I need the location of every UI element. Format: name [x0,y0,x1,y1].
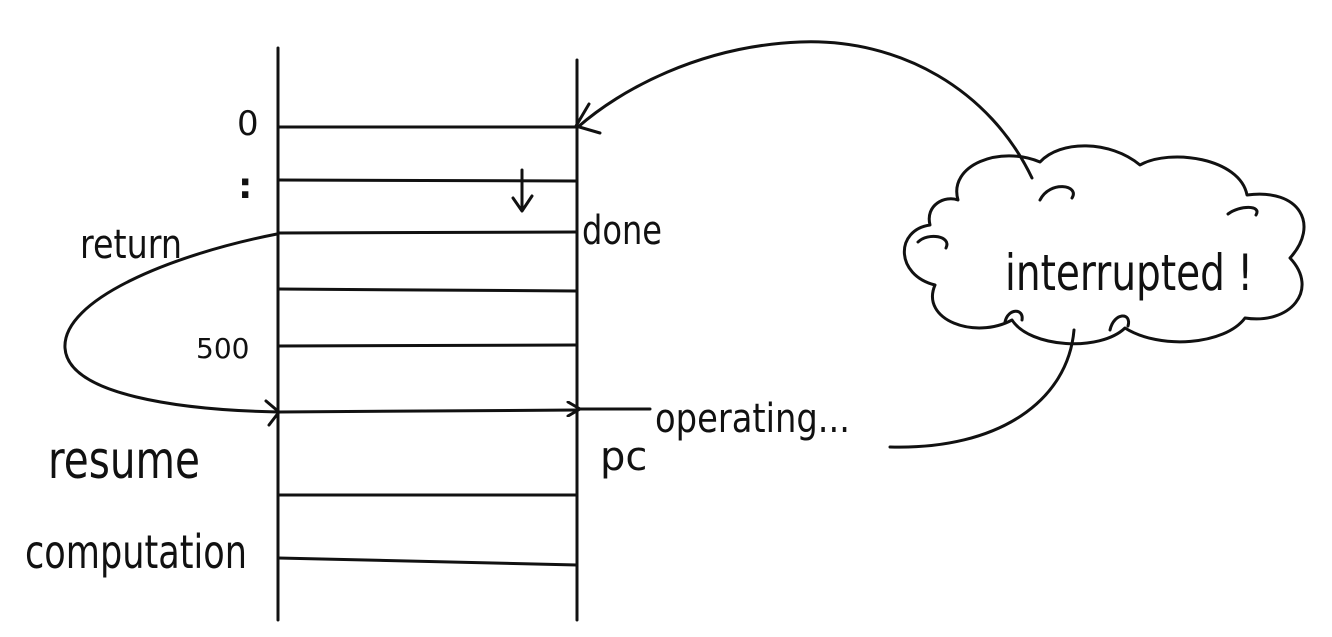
cloud-curl-1 [1038,185,1075,202]
cloud-curl-4 [1003,309,1024,324]
cloud-outline [902,144,1306,346]
memory-cell-line-7 [276,556,579,567]
interrupt-vector-curve [576,40,1034,180]
operating-label: operating... [655,396,850,442]
memory-cell-line-3 [276,287,579,293]
address-label-zero: 0 [237,104,259,144]
computation-label: computation [25,525,247,579]
memory-cell-line-5 [276,408,579,414]
execution-direction-arrow [511,168,534,213]
cloud-curl-5 [1108,314,1131,332]
return-label: return [80,222,182,268]
memory-cell-line-2 [276,230,579,235]
cloud-to-operating-curve [888,328,1076,449]
pc-label: pc [600,434,647,480]
cloud-curl-2 [1226,205,1259,217]
return-curve [63,232,280,414]
interrupt-vector-arrowhead [574,102,602,135]
address-label-500: 500 [196,332,249,365]
cloud-text: interrupted ! [1005,244,1253,302]
interrupted-cloud: interrupted ! [902,144,1306,346]
return-curve-arrowhead [264,399,281,427]
address-label-ellipsis: : [238,166,252,207]
memory-block [276,46,579,622]
done-label: done [582,208,662,254]
cloud-curl-3 [916,234,949,250]
resume-label: resume [48,431,200,491]
memory-cell-line-1 [276,178,579,183]
memory-cell-line-4 [276,343,579,348]
